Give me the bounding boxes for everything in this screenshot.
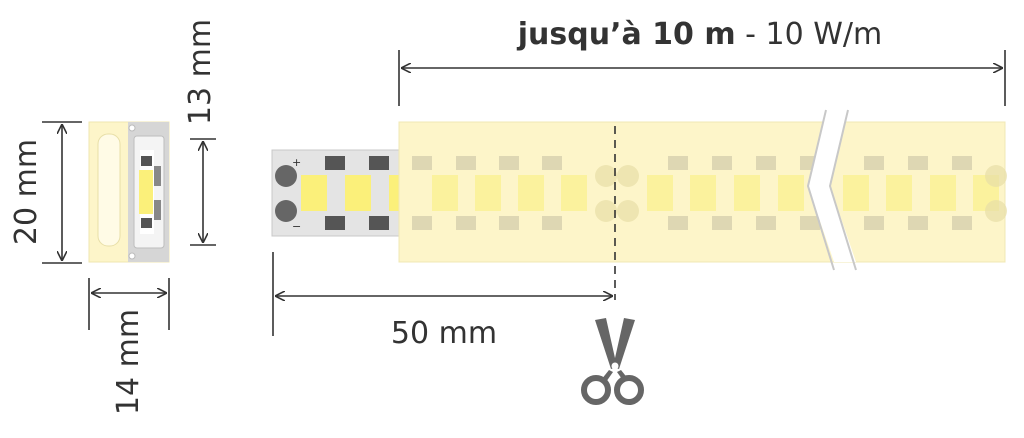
total-length-rest: - 10 W/m	[736, 17, 883, 52]
strip-bare-pcb: + −	[271, 149, 403, 237]
total-length-bold: jusqu’à 10 m	[517, 17, 736, 52]
height-dimension: 20 mm	[9, 121, 82, 264]
scissors-icon	[581, 318, 644, 405]
profile-cross-section	[88, 121, 170, 263]
total-length-dimension: jusqu’à 10 m - 10 W/m	[398, 17, 1006, 106]
inner-height-label: 13 mm	[183, 19, 218, 125]
minus-sign: −	[292, 220, 301, 233]
strip-silicone-covered	[398, 121, 1007, 263]
total-length-label: jusqu’à 10 m - 10 W/m	[517, 17, 882, 52]
length-break-symbol	[806, 109, 857, 271]
width-dimension: 14 mm	[88, 278, 170, 415]
width-label: 14 mm	[111, 309, 146, 415]
cut-interval-label: 50 mm	[391, 316, 497, 351]
height-label: 20 mm	[9, 139, 44, 245]
cut-interval-dimension: 50 mm	[272, 252, 613, 351]
plus-sign: +	[292, 156, 301, 169]
inner-height-dimension: 13 mm	[183, 19, 218, 246]
